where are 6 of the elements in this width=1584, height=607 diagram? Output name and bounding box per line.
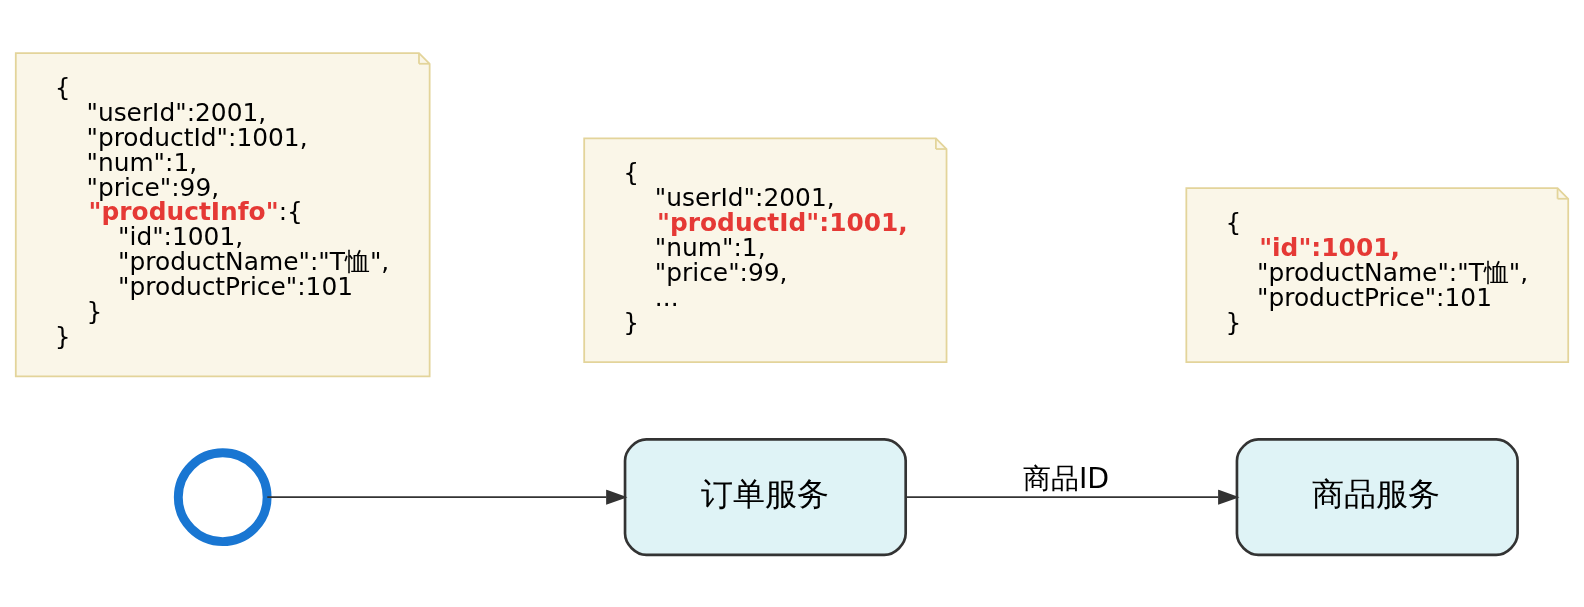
arrow	[905, 489, 1240, 505]
node-box: 商品服务	[1235, 437, 1519, 556]
node-person	[173, 447, 272, 546]
arrow	[266, 489, 628, 505]
node-box: 订单服务	[623, 437, 907, 556]
edge-label: 商品ID	[1022, 461, 1110, 495]
